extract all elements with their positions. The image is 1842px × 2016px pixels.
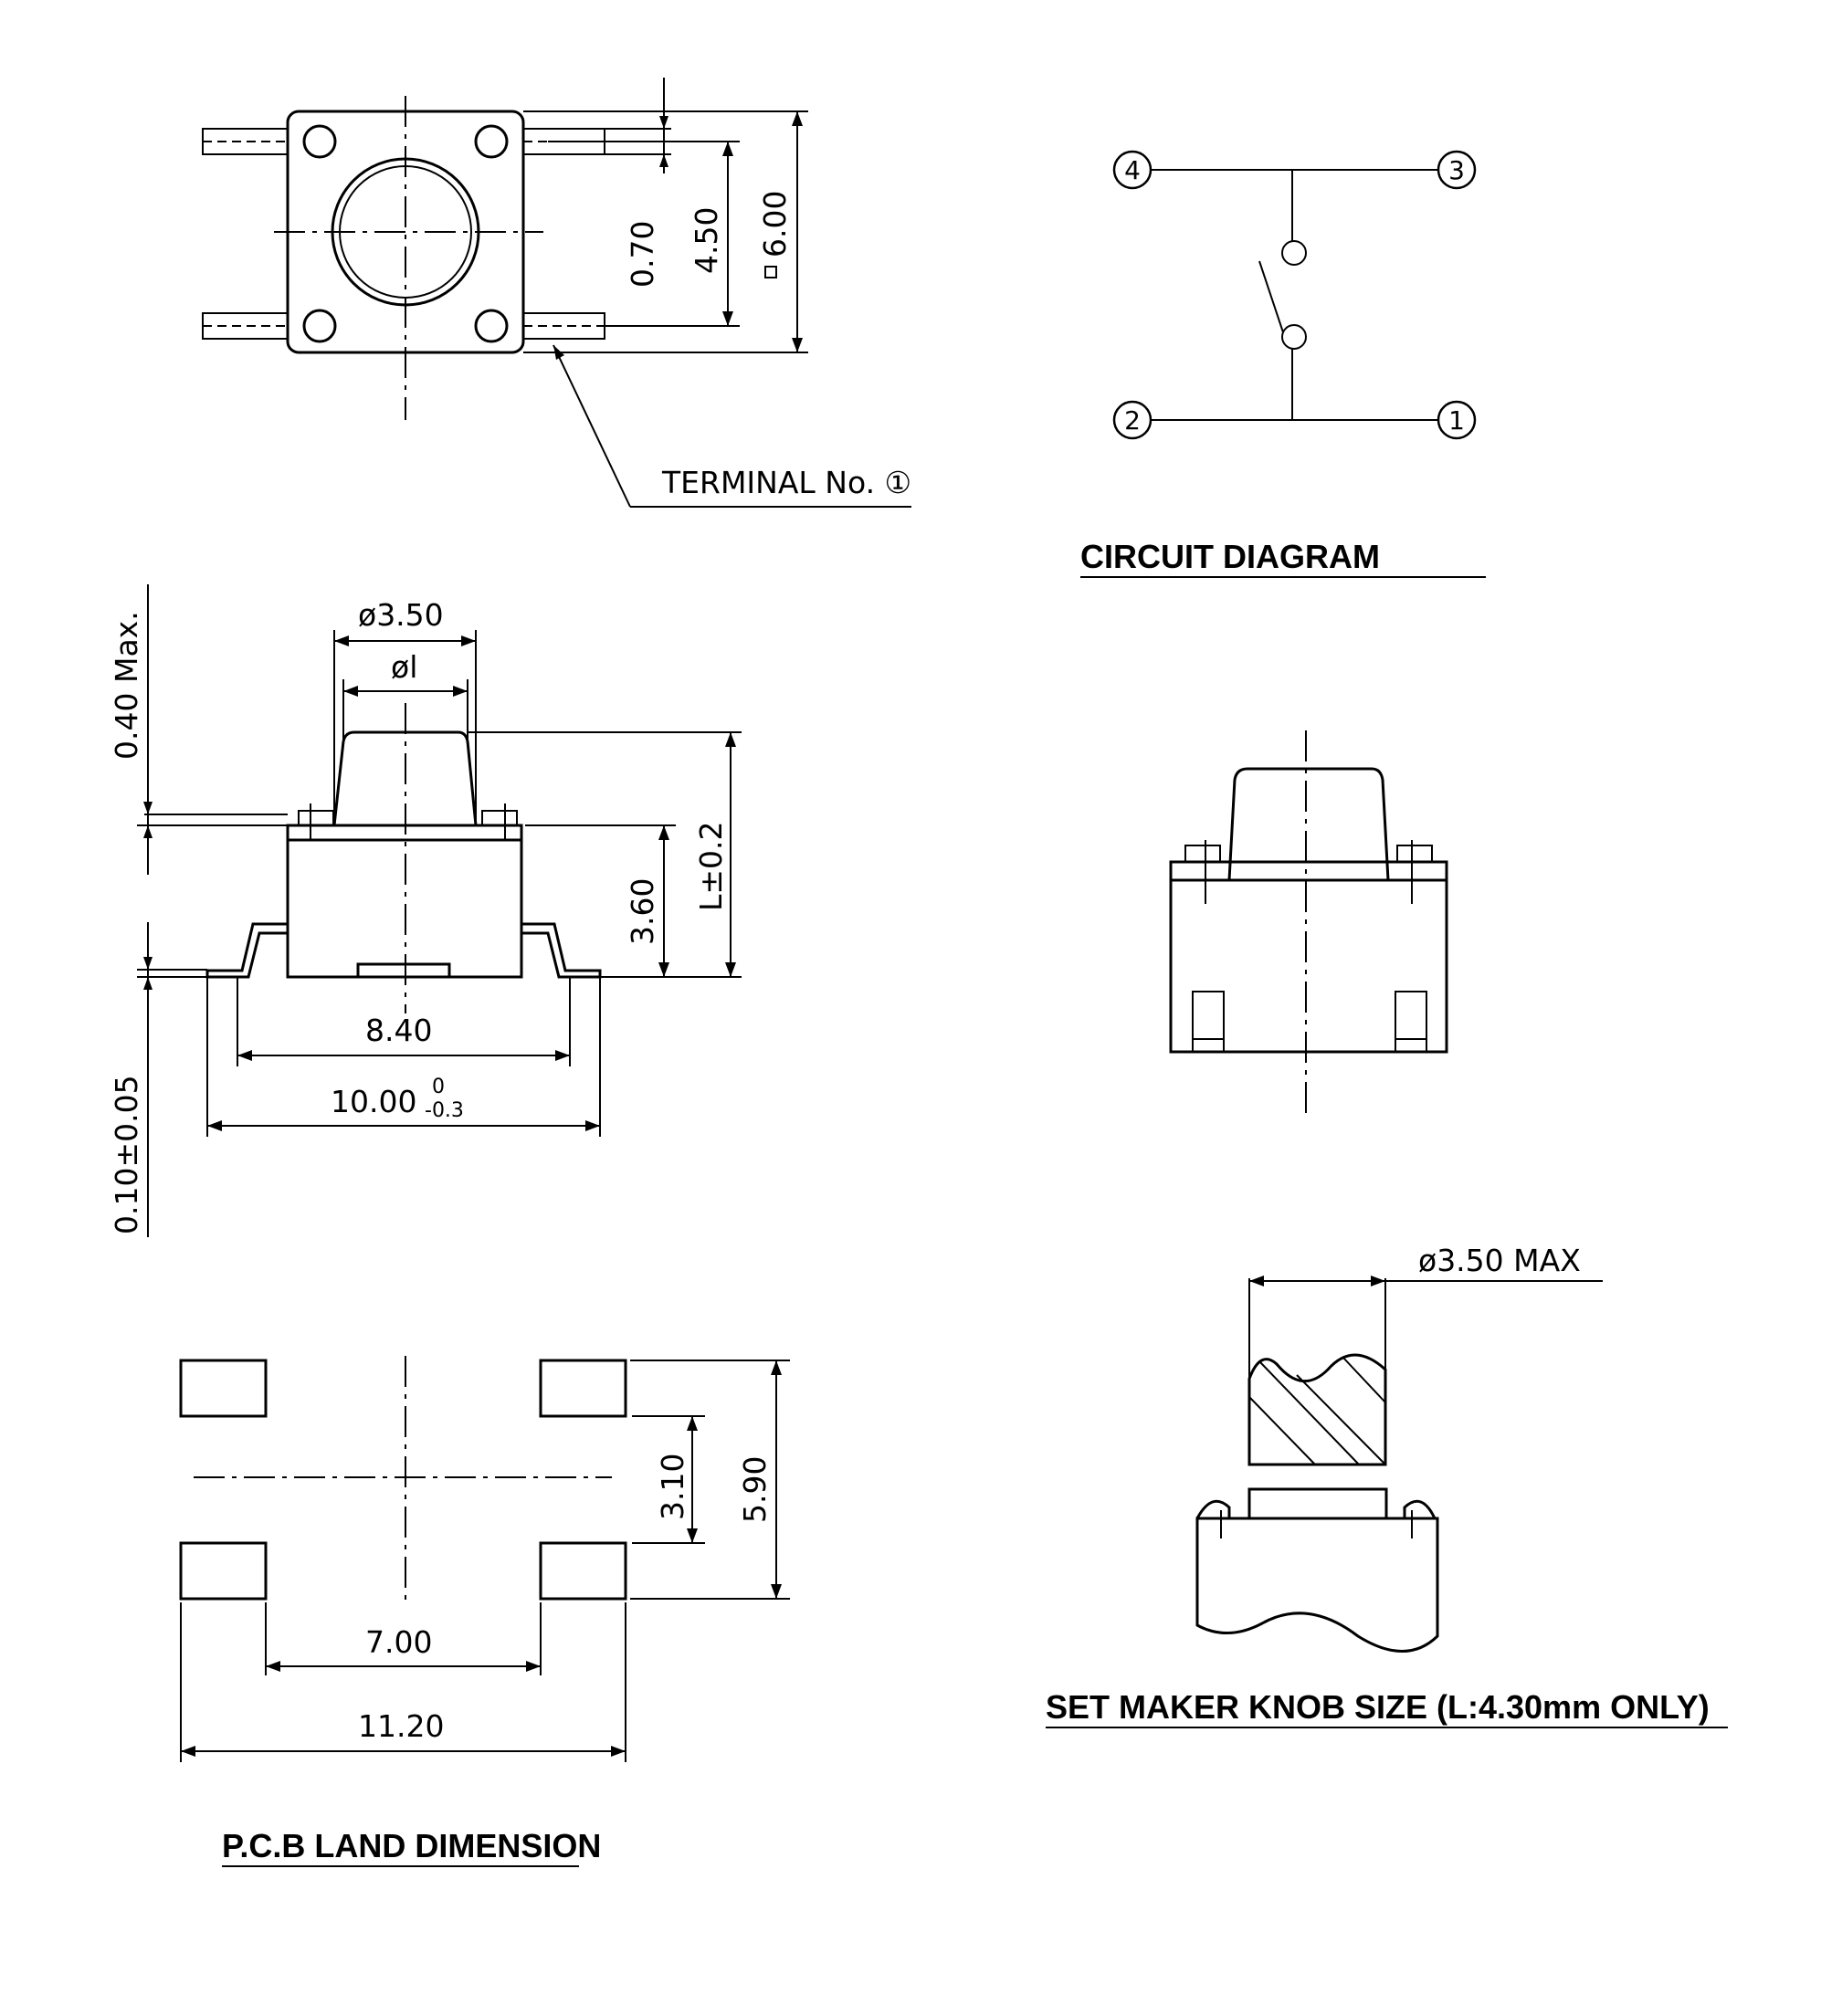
terminal-3-marker: 3 (1437, 150, 1477, 190)
dim-1120-label: 11.20 (358, 1708, 444, 1744)
svg-text:1: 1 (1448, 405, 1465, 436)
dim-cap-dia-label: ø3.50 (358, 597, 444, 633)
svg-text:4: 4 (1124, 155, 1141, 185)
knob-view: ø3.50 MAX SET MAKER KNOB SIZE (L:4.30mm … (1046, 1243, 1728, 1728)
dim-700-label: 7.00 (365, 1624, 432, 1660)
knob-hatch (1248, 1356, 1386, 1465)
terminal-2-marker: 2 (1112, 400, 1153, 440)
pcb-land-title: P.C.B LAND DIMENSION (222, 1827, 601, 1864)
dim-040-max-label: 0.40 Max. (109, 611, 144, 760)
top-view: 0.70 4.50 6.00 TERMINAL No. ① (202, 78, 911, 508)
dim-590-label: 5.90 (737, 1456, 773, 1523)
svg-text:2: 2 (1124, 405, 1141, 436)
dim-foot-label: 0.10±0.05 (109, 1075, 144, 1234)
knob-body (1247, 1353, 1387, 1466)
dim-450-label: 4.50 (689, 207, 724, 274)
front-view (1169, 730, 1448, 1114)
dim-1000-label: 10.00 (331, 1084, 416, 1119)
pad-bottom-right (539, 1541, 627, 1601)
dim-body-h-label: 3.60 (625, 878, 660, 945)
switch-body-broken (1195, 1517, 1439, 1653)
dim-070-label: 0.70 (625, 221, 660, 288)
dim-height-label: L±0.2 (693, 821, 729, 911)
corner-holes (302, 124, 509, 343)
terminal-1-marker: 1 (1437, 400, 1477, 440)
terminal-no-label: TERMINAL No. ① (661, 465, 911, 500)
dim-310-label: 3.10 (655, 1454, 690, 1520)
circuit-diagram-title: CIRCUIT DIAGRAM (1080, 538, 1380, 575)
tol-upper-label: 0 (432, 1076, 445, 1098)
svg-text:3: 3 (1448, 155, 1465, 185)
dim-600-label: 6.00 (757, 191, 793, 257)
pad-top-left (179, 1359, 268, 1418)
pad-bottom-left (179, 1541, 268, 1601)
dim-840-label: 8.40 (365, 1013, 432, 1048)
terminal-4-marker: 4 (1112, 150, 1153, 190)
circuit-diagram: 4 3 2 1 CIRCUIT DIAGRAM (1080, 150, 1486, 578)
pad-top-right (539, 1359, 627, 1418)
square-symbol-icon (764, 266, 777, 278)
pcb-land-view: 3.10 5.90 7.00 11.20 P.C.B LAND DIMENSIO… (179, 1356, 790, 1867)
knob-title: SET MAKER KNOB SIZE (L:4.30mm ONLY) (1046, 1688, 1710, 1726)
tol-lower-label: -0.3 (425, 1099, 464, 1122)
dim-knob-dia-label: ø3.50 MAX (1418, 1243, 1581, 1278)
side-view: ø3.50 øl 0.40 Max. 0.10±0.05 L±0.2 3.60 (109, 584, 742, 1237)
dim-plunger-dia-label: øl (391, 649, 417, 685)
